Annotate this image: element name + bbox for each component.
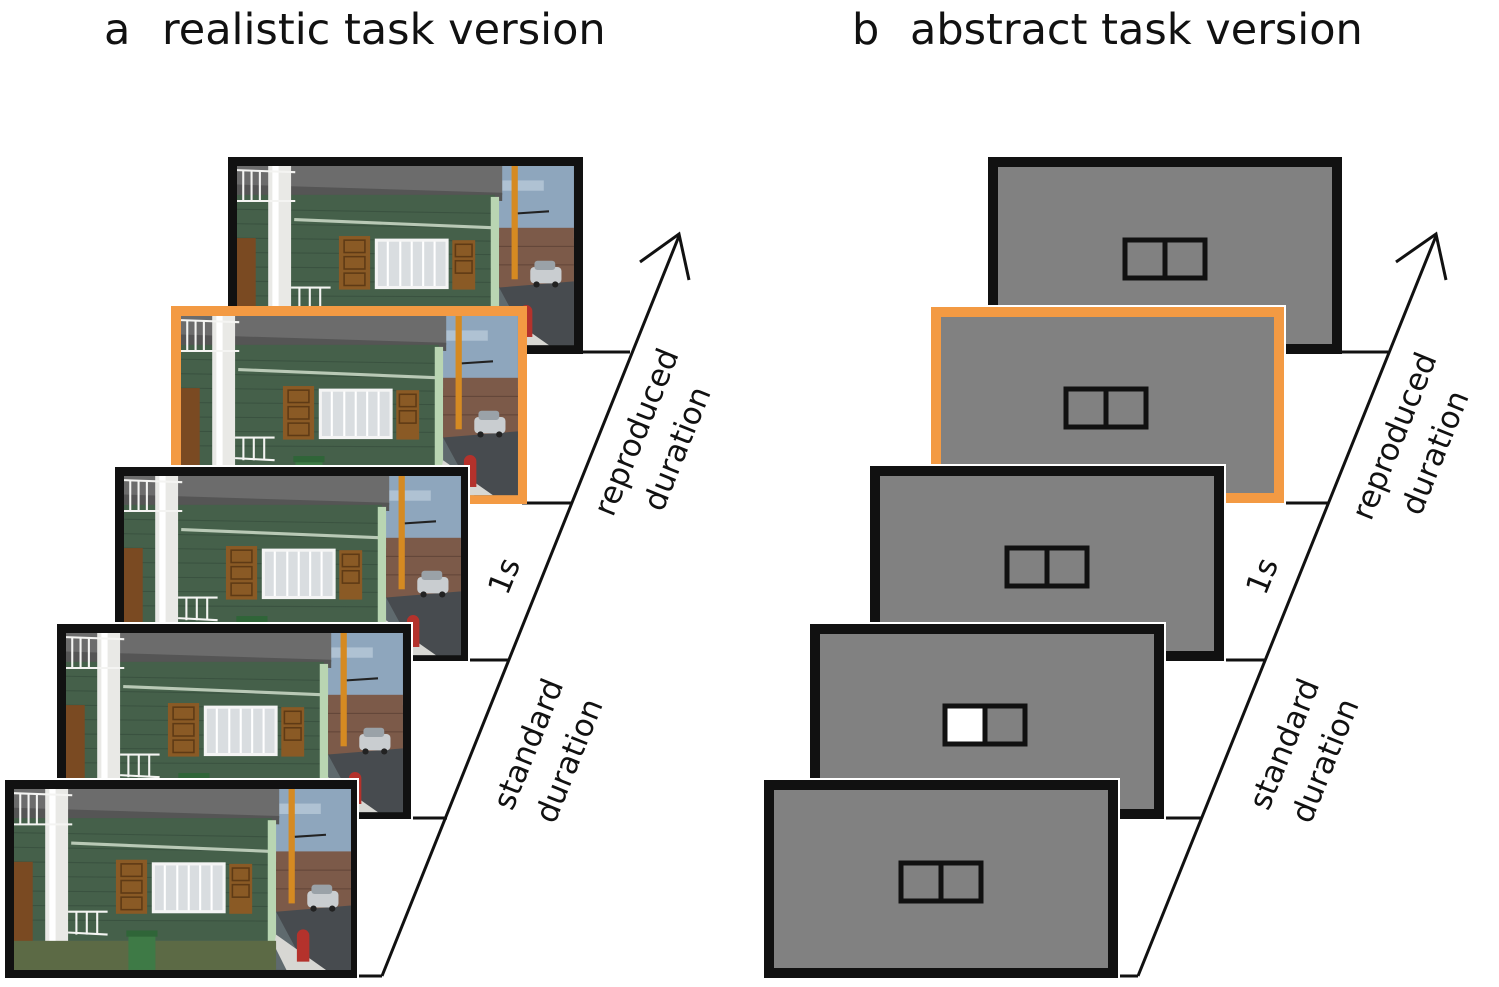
label-1s-b: 1s (1239, 553, 1286, 600)
panel-b-title: b abstract task version (852, 5, 1363, 55)
time-axis-a (355, 231, 691, 978)
gap-label: 1s (1239, 553, 1286, 600)
abstract-frame-5 (762, 778, 1120, 980)
panel-a-title-text: realistic task version (162, 5, 606, 55)
panel-a: reproduced duration 1s standard duration (3, 157, 719, 980)
panel-a-title: a realistic task version (104, 5, 606, 55)
panel-b: reproduced duration 1s standard duration (762, 157, 1477, 980)
realistic-frame-5 (3, 778, 359, 980)
label-1s-a: 1s (481, 553, 528, 600)
two-window-icon-lit (945, 706, 1025, 744)
time-axis-b (1117, 231, 1448, 978)
label-reproduced-duration-a: reproduced duration (587, 343, 719, 521)
panel-b-letter: b (852, 5, 879, 55)
label-standard-duration-a: standard duration (486, 674, 610, 828)
label-standard-duration-b: standard duration (1242, 674, 1366, 828)
panel-a-letter: a (104, 5, 130, 55)
panel-b-title-text: abstract task version (910, 5, 1363, 55)
gap-label: 1s (481, 553, 528, 600)
label-reproduced-duration-b: reproduced duration (1345, 347, 1477, 525)
